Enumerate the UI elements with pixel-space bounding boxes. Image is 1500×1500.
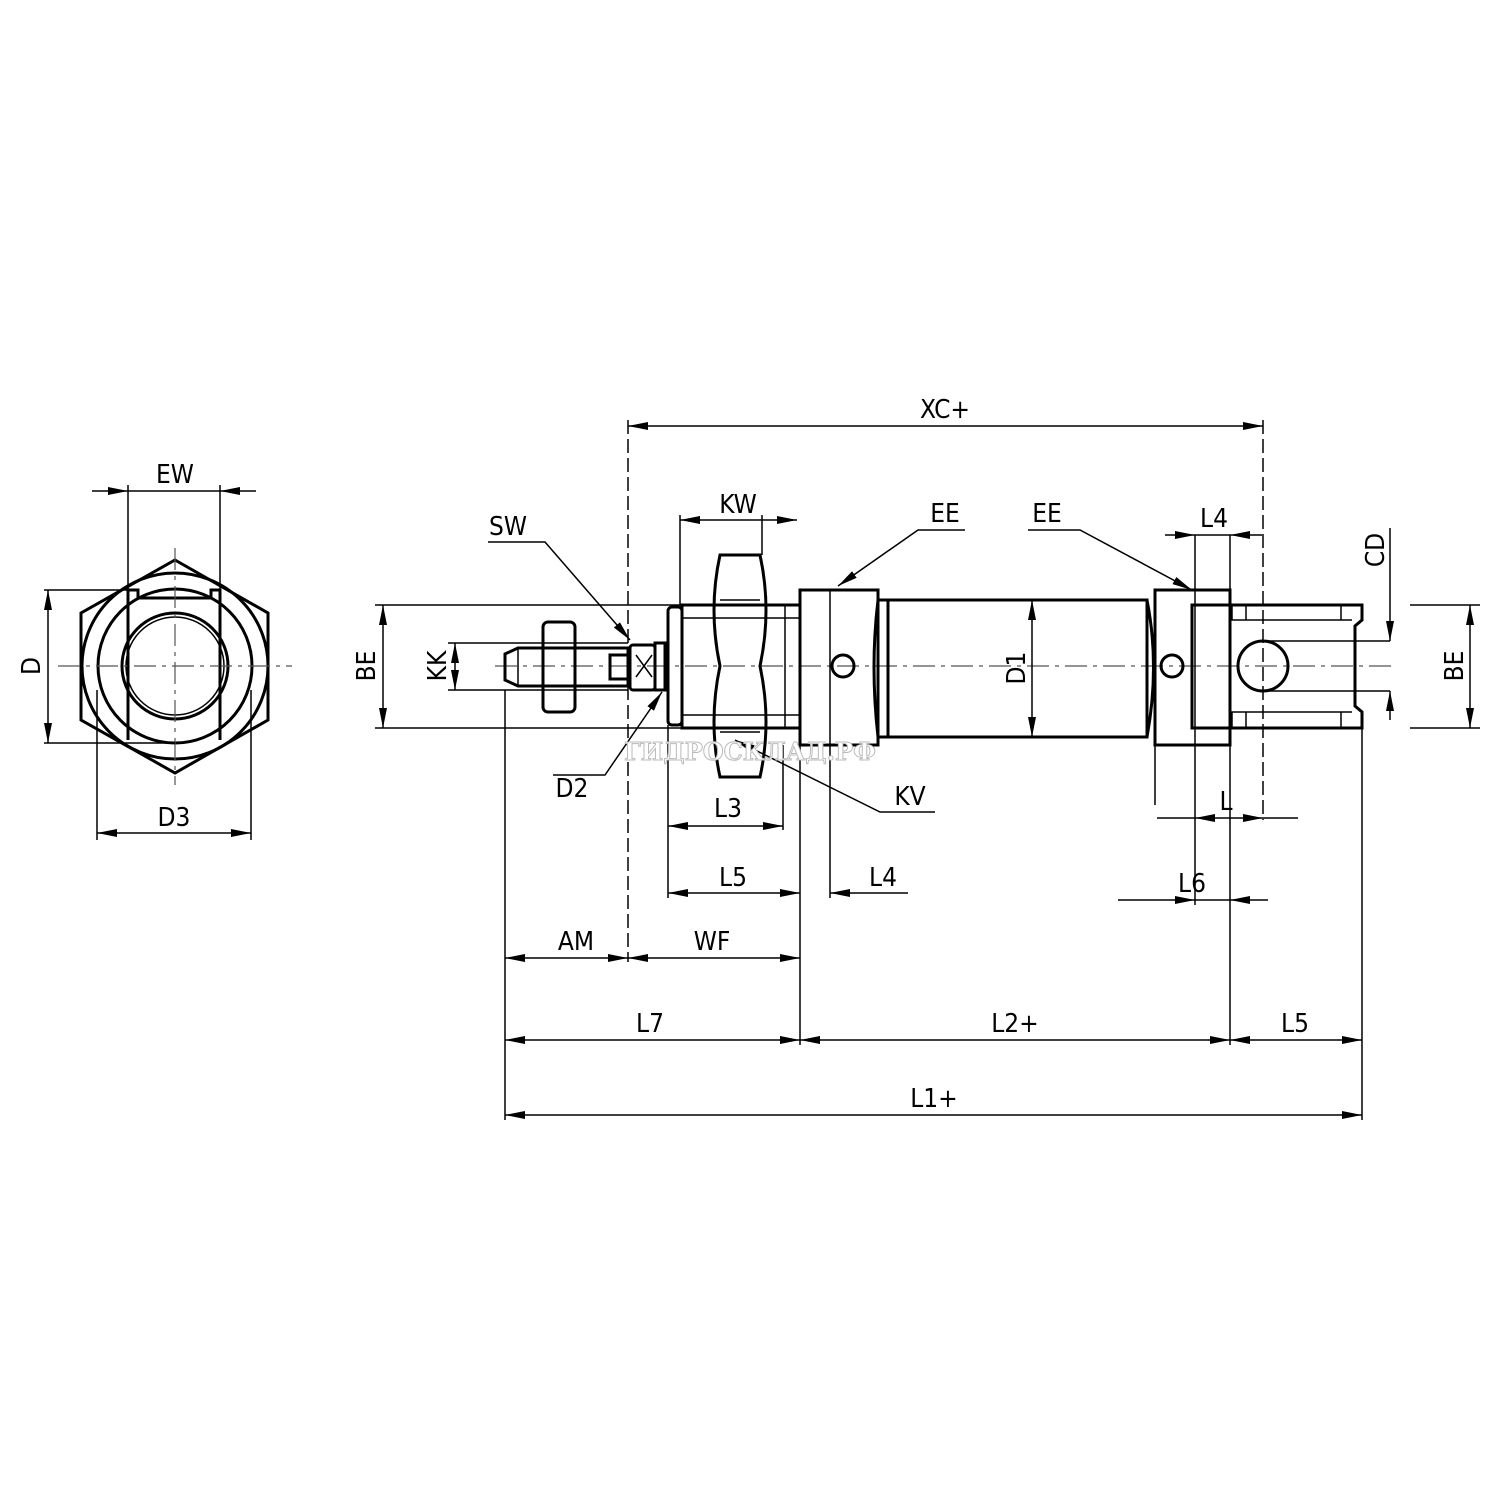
hex-nut-outline — [79, 558, 270, 775]
label-kv: KV — [894, 782, 925, 812]
d2-leader — [553, 691, 663, 776]
label-l: L — [1219, 787, 1232, 817]
end-view: EW D D3 — [17, 460, 292, 840]
label-ew: EW — [156, 460, 194, 490]
cylinder-barrel — [886, 598, 1149, 739]
watermark: ГИДРОСКЛАД.РФ — [624, 737, 876, 766]
clevis — [1190, 603, 1364, 730]
label-l7: L7 — [636, 1009, 664, 1039]
label-l1: L1+ — [910, 1084, 958, 1114]
label-sw: SW — [489, 512, 527, 542]
kv-leader — [734, 739, 935, 813]
label-l5-rear: L5 — [1281, 1009, 1309, 1039]
label-am: AM — [558, 927, 594, 957]
label-d2: D2 — [556, 774, 589, 804]
label-ee-rear: EE — [1032, 499, 1062, 529]
ee-front-leader — [837, 529, 965, 587]
label-d3: D3 — [158, 803, 191, 833]
label-l5-front: L5 — [719, 863, 747, 893]
label-l6: L6 — [1178, 869, 1206, 899]
label-xc: XC+ — [920, 395, 970, 425]
label-d: D — [17, 657, 47, 675]
label-l3: L3 — [714, 794, 742, 824]
label-l4-top: L4 — [1200, 504, 1228, 534]
rear-port-hole — [1159, 653, 1185, 679]
label-be-left: BE — [352, 651, 382, 682]
label-l4-bottom: L4 — [869, 863, 897, 893]
label-ee-front: EE — [930, 499, 960, 529]
extension-lines — [375, 420, 1480, 1120]
label-kk: KK — [423, 650, 453, 681]
label-d1: D1 — [1002, 652, 1032, 685]
rod-jam-nut — [541, 620, 577, 714]
label-l2: L2+ — [991, 1009, 1039, 1039]
label-be-right: BE — [1440, 651, 1470, 682]
barrel-chamfer-front — [872, 598, 890, 739]
ee-rear-leader — [1028, 529, 1193, 591]
label-wf: WF — [694, 927, 731, 957]
label-kw: KW — [719, 490, 757, 520]
side-view: XC+ KW SW EE EE L4 CD BE KK BE D1 D2 KV … — [352, 395, 1480, 1120]
sw-leader — [488, 541, 631, 641]
front-cap — [798, 588, 880, 747]
mounting-nut — [712, 553, 768, 779]
rod-collar — [653, 641, 667, 692]
front-port-hole — [830, 653, 856, 679]
label-cd: CD — [1361, 533, 1391, 567]
rear-cap — [1153, 588, 1232, 747]
